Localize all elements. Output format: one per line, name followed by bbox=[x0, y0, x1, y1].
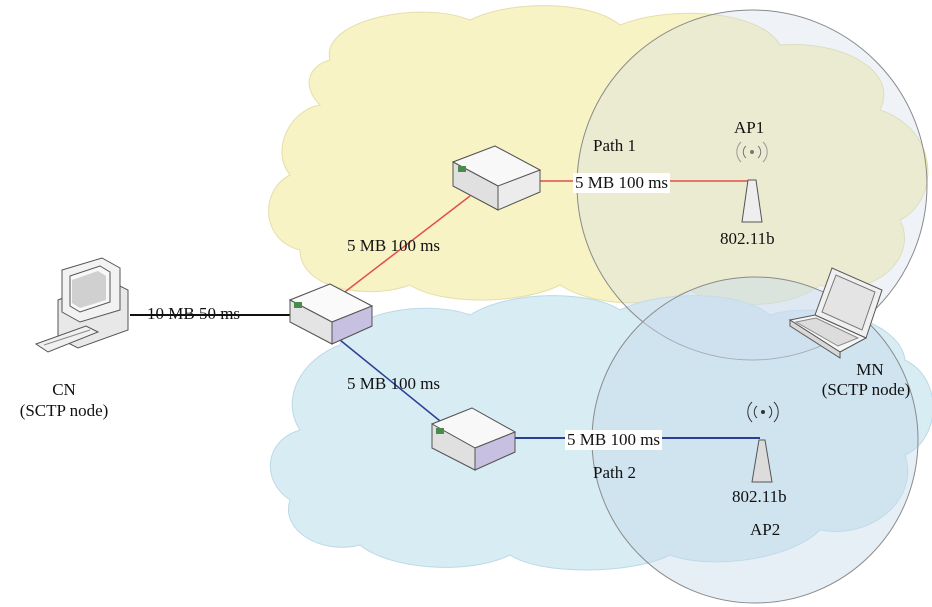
path1-cloud bbox=[268, 5, 929, 305]
central-router-icon bbox=[288, 283, 374, 345]
ap2-antenna-icon bbox=[747, 401, 779, 483]
mn-role-label: (SCTP node) bbox=[821, 380, 911, 399]
cn-label: CN bbox=[52, 380, 76, 399]
path2-label: Path 2 bbox=[593, 463, 636, 482]
ap2-label: AP2 bbox=[750, 520, 781, 539]
link-label-path2-ap2: 5 MB 100 ms bbox=[565, 430, 663, 450]
link-label-router-path1: 5 MB 100 ms bbox=[347, 236, 441, 255]
ap1-label: AP1 bbox=[734, 118, 765, 137]
mn-label: MN bbox=[856, 360, 884, 379]
cn-computer-icon bbox=[34, 257, 129, 353]
mn-laptop-icon bbox=[788, 267, 883, 359]
ap2-standard-label: 802.11b bbox=[732, 487, 787, 506]
link-label-router-path2: 5 MB 100 ms bbox=[347, 374, 441, 393]
link-router-path1 bbox=[336, 195, 471, 299]
path1-router-icon bbox=[451, 145, 542, 211]
ap1-standard-label: 802.11b bbox=[720, 229, 775, 248]
link-router-path2 bbox=[339, 339, 446, 426]
cn-role-label: (SCTP node) bbox=[19, 401, 109, 420]
link-label-cn-router: 10 MB 50 ms bbox=[147, 304, 241, 323]
path1-label: Path 1 bbox=[593, 136, 636, 155]
ap1-antenna-icon bbox=[736, 141, 768, 223]
link-label-path1-ap1: 5 MB 100 ms bbox=[573, 173, 671, 193]
path2-router-icon bbox=[430, 407, 517, 471]
